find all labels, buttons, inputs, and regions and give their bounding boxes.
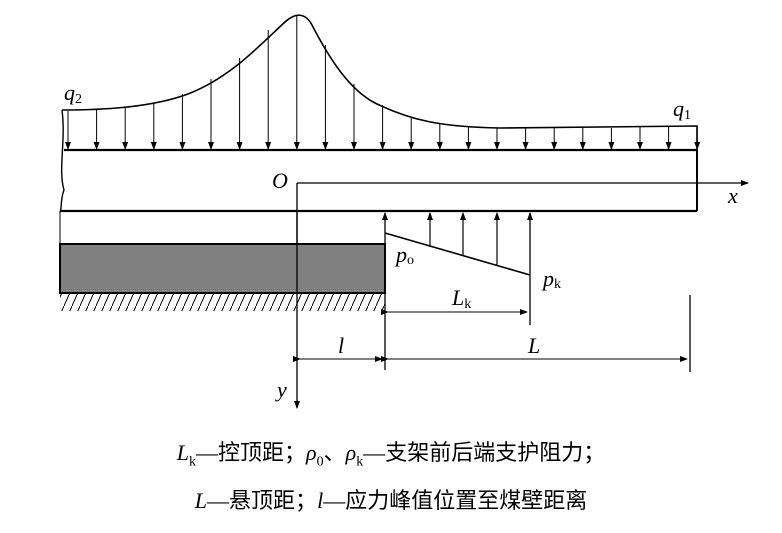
caption-L-desc: —悬顶距； (207, 488, 318, 513)
caption-l: l (317, 488, 324, 513)
caption-pk: ρ (345, 440, 357, 465)
caption-pk-desc: —支架前后端支护阻力； (363, 440, 606, 465)
l-label: l (338, 333, 344, 358)
caption-p0: ρ (306, 440, 317, 465)
y-axis-label: y (275, 377, 287, 402)
caption-sep: 、 (323, 440, 346, 465)
caption-l-desc: —应力峰值位置至煤壁距离 (323, 488, 588, 513)
caption-pk-sub: k (356, 454, 364, 470)
coal-seam (59, 243, 386, 294)
x-axis-label: x (727, 183, 738, 208)
beam-left-broken-edge (59, 109, 65, 213)
Lk-label: Lk (451, 285, 471, 312)
caption-L: L (194, 488, 208, 513)
floor-hatch (60, 294, 385, 311)
caption-line-1: Lk—控顶距；ρ0、ρk—支架前后端支护阻力； (0, 435, 782, 470)
p0-label: po (394, 242, 414, 268)
caption-Lk-sub: k (189, 454, 197, 470)
caption-Lk: L (176, 440, 190, 465)
distributed-load-arrows (65, 15, 701, 150)
origin-label: O (272, 168, 288, 193)
caption-Lk-desc: —控顶距； (196, 440, 307, 465)
caption-p0-sub: 0 (316, 454, 324, 470)
abutment-stress-curve (61, 14, 698, 150)
support-resistance-line (384, 232, 531, 276)
pk-label: pk (541, 266, 561, 292)
q2-label: q2 (64, 80, 82, 107)
L-label: L (527, 333, 540, 358)
q1-label: q1 (673, 96, 691, 123)
caption-line-2: L—悬顶距；l—应力峰值位置至煤壁距离 (0, 483, 782, 515)
